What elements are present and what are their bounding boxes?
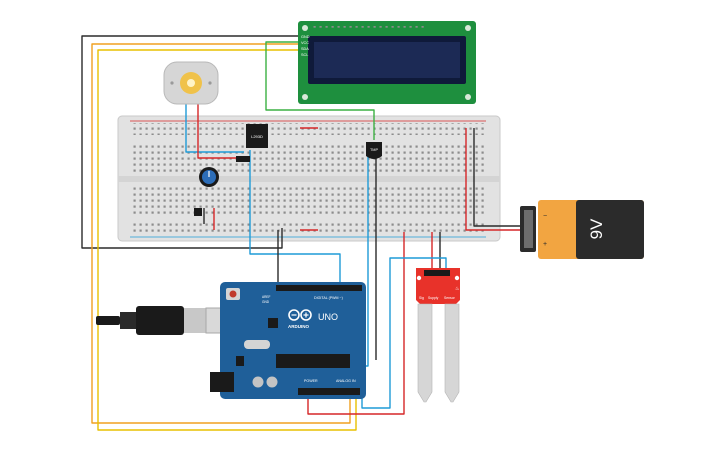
capacitor (252, 376, 264, 388)
mount-hole (454, 275, 460, 281)
wire-red (197, 102, 238, 159)
battery-voltage-label: 9V (587, 218, 606, 239)
motor-screw (170, 81, 174, 85)
battery-minus-label: − (543, 213, 547, 220)
soil-sensor-header (424, 270, 450, 276)
wire-blue (185, 102, 244, 153)
soil-sensor-board (416, 268, 460, 304)
diode[interactable] (236, 156, 250, 162)
wire-red (465, 128, 526, 231)
digital-header (276, 285, 362, 291)
wires (81, 35, 526, 431)
battery-plus-label: + (543, 241, 547, 248)
lcd-pin-label: SCL (301, 53, 308, 57)
microcontroller-chip (276, 354, 350, 368)
wire-black (473, 128, 526, 227)
mount-hole (416, 275, 422, 281)
temperature-sensor[interactable]: TMP (366, 142, 382, 159)
usb-strain-relief (120, 312, 136, 329)
lcd-header-pins (312, 26, 424, 30)
battery-terminal (524, 210, 533, 248)
wire-black (81, 35, 302, 249)
crystal (244, 340, 270, 349)
breadboard-bottom-rail (130, 222, 486, 234)
resistor[interactable] (194, 208, 202, 216)
reset-button-cap[interactable] (229, 290, 237, 298)
mount-hole (302, 25, 308, 31)
usb-plug-metal (184, 308, 206, 333)
battery-label-band (576, 200, 644, 259)
power-jack (210, 372, 234, 392)
arduino-gnd-label: GND (262, 300, 270, 304)
tmp-label: TMP (370, 148, 378, 152)
driver-chip-label: L293D (251, 134, 263, 139)
soil-sensor-prong (444, 303, 460, 403)
arduino-uno[interactable]: ARDUINO UNO DIGITAL (PWM ~) AREF GND POW… (210, 282, 366, 399)
lcd-screen (314, 42, 460, 78)
soil-sensor-prong (417, 303, 433, 403)
wire-yellow (97, 49, 357, 431)
motor-screw (208, 81, 212, 85)
arduino-board (220, 282, 366, 399)
capacitor (266, 376, 278, 388)
lcd-module[interactable]: GND VCC SDA SCL (298, 21, 476, 104)
breadboard-top-rail (130, 123, 486, 135)
sparkfun-flame-icon: ♨ (455, 286, 459, 292)
mount-hole (465, 94, 471, 100)
arduino-aref-label: AREF (262, 295, 271, 299)
mount-hole (302, 94, 308, 100)
arduino-brand-label: ARDUINO (288, 324, 309, 329)
regulator (236, 356, 244, 366)
breadboard-upper-terminals (130, 143, 486, 173)
lcd-pin-label: SDA (301, 47, 309, 51)
breadboard-center-channel (118, 176, 500, 182)
dc-motor[interactable] (163, 61, 219, 105)
potentiometer[interactable] (199, 167, 219, 187)
usb-chip (268, 318, 278, 328)
soil-pin-label: Supply (428, 296, 439, 300)
battery-9v[interactable]: 9V − + (520, 200, 644, 259)
breadboard (117, 115, 501, 242)
usb-plug-body (136, 306, 184, 335)
soil-pin-label: Sig (419, 296, 424, 300)
soil-moisture-sensor[interactable]: Sig Supply Sensor ♨ (416, 268, 460, 403)
motor-shaft (187, 79, 195, 87)
arduino-logo-icon (288, 309, 312, 321)
wire-green (265, 41, 375, 140)
arduino-digital-label: DIGITAL (PWM ~) (314, 296, 343, 300)
motor-driver-chip[interactable]: L293D (246, 124, 268, 148)
usb-cable-end (96, 316, 120, 325)
wire-blue (361, 257, 447, 409)
lcd-pin-label: VCC (301, 41, 309, 45)
analog-power-header (298, 388, 360, 395)
driver-chip-body (246, 124, 268, 148)
wire-red (307, 232, 405, 415)
mount-hole (465, 25, 471, 31)
arduino-power-label: POWER (304, 379, 318, 383)
breadboard-lower-terminals (130, 185, 486, 215)
lcd-pin-label: GND (301, 35, 310, 39)
arduino-analog-label: ANALOG IN (336, 379, 356, 383)
arduino-model-label: UNO (318, 312, 338, 322)
soil-pin-label: Sensor (444, 296, 456, 300)
tmp-body (366, 142, 382, 159)
wire-blue (249, 150, 341, 286)
